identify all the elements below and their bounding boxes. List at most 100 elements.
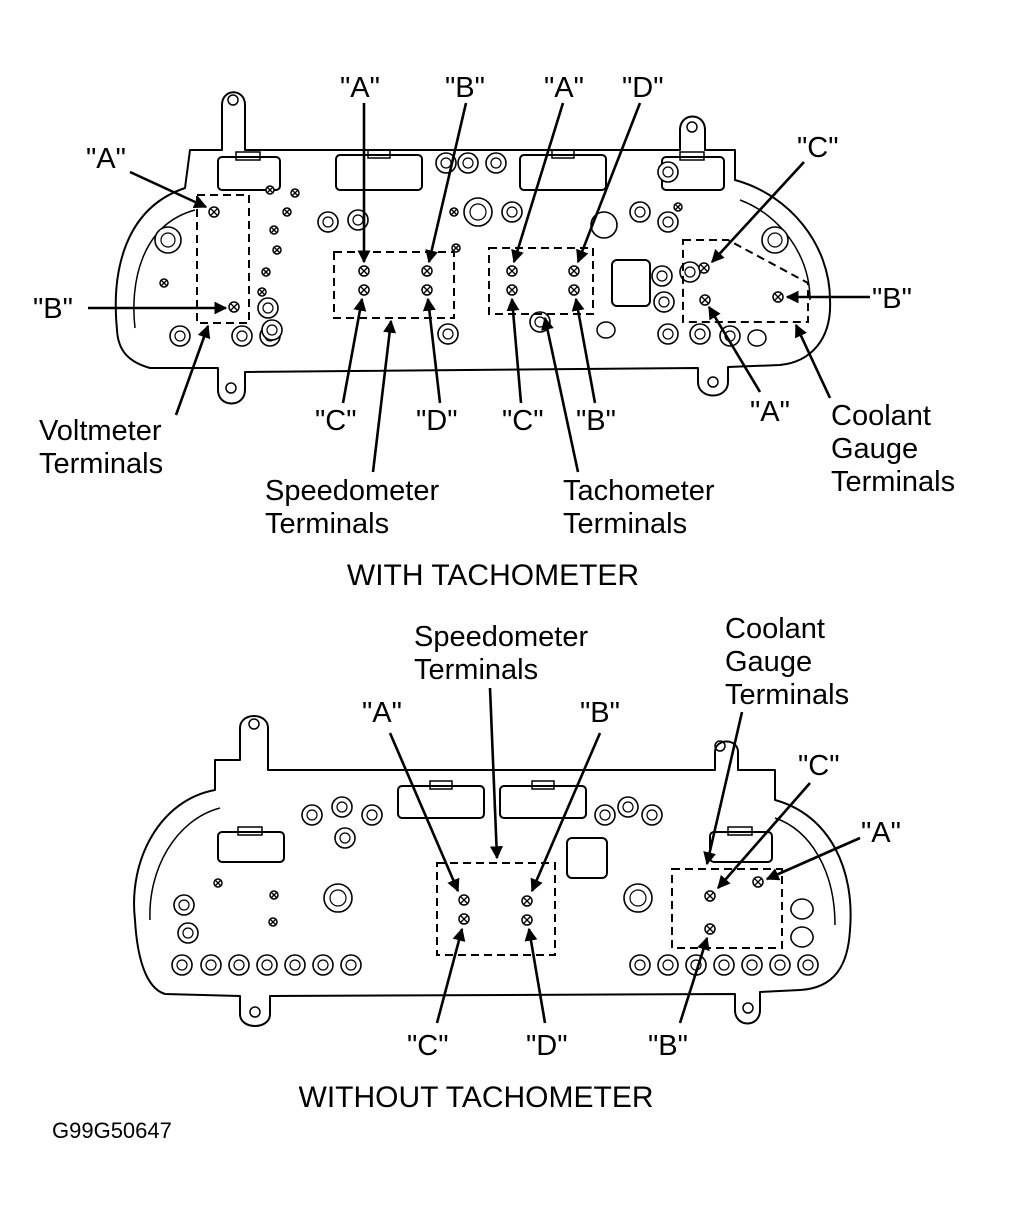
fastener-icon (268, 917, 278, 927)
speedometer-label-line1: Speedometer (265, 475, 439, 507)
bulb-socket-icon (641, 804, 663, 826)
speedometer-terminal-c-label-bottom: "C" (407, 1030, 449, 1062)
bulb-socket-icon (301, 804, 323, 826)
connector-icon (217, 156, 281, 191)
bulb-socket-icon (741, 954, 763, 976)
bottom-cluster-inner-rim (149, 807, 836, 926)
mount-hole-icon (248, 718, 260, 730)
bulb-socket-icon (594, 804, 616, 826)
coolant-terminal-b-label: "B" (872, 283, 912, 315)
speedometer-terminal-b-label-bottom: "B" (580, 697, 620, 729)
arrow-speedo-b (425, 102, 468, 264)
bulb-socket-icon (334, 827, 356, 849)
terminal-icon (704, 923, 716, 935)
bulb-socket-icon (331, 796, 353, 818)
terminal-icon (228, 301, 240, 313)
gauge-socket-core-icon (329, 889, 347, 907)
mount-hole-icon (707, 376, 719, 388)
bulb-socket-icon (171, 954, 193, 976)
speedometer-label-line1-bottom: Speedometer (414, 621, 588, 653)
bottom-speedometer-terminal-group (436, 862, 556, 956)
connector-icon (499, 785, 587, 819)
terminal-icon (358, 265, 370, 277)
gauge-socket-core-icon (469, 203, 487, 221)
terminal-icon (458, 913, 470, 925)
terminal-icon (521, 914, 533, 926)
speedometer-label-line2-bottom: Terminals (414, 654, 538, 686)
coolant-label-line3: Terminals (831, 466, 955, 498)
bulb-socket-icon (651, 265, 673, 287)
coolant-terminal-box (671, 868, 783, 949)
top-voltmeter-terminal-group (196, 194, 250, 324)
connector-latch-icon (235, 151, 261, 161)
gauge-socket-icon (323, 883, 353, 913)
arrow-speedo-b-bottom (530, 732, 602, 893)
fastener-icon (261, 267, 271, 277)
terminal-icon (506, 284, 518, 296)
gauge-socket-icon (463, 197, 493, 227)
bulb-socket-icon (713, 954, 735, 976)
arrow-coolant-b-bottom (678, 936, 710, 1024)
tachometer-terminal-d-label: "D" (622, 72, 664, 104)
fastener-icon (673, 202, 683, 212)
bulb-socket-icon (169, 325, 191, 347)
voltmeter-label-line2: Terminals (39, 448, 163, 480)
speedometer-label-line2: Terminals (265, 508, 389, 540)
terminal-icon (458, 894, 470, 906)
coolant-label-line3-bottom: Terminals (725, 679, 849, 711)
gauge-socket-core-icon (767, 232, 783, 248)
terminal-icon (358, 284, 370, 296)
top-caption: WITH TACHOMETER (347, 559, 639, 592)
connector-icon (519, 154, 607, 191)
arrow-coolant-label (794, 323, 832, 399)
top-small-fasteners (159, 185, 683, 297)
mount-hole-icon (225, 382, 237, 394)
figure-code: G99G50647 (52, 1118, 172, 1143)
terminal-icon (421, 265, 433, 277)
arrow-speedo-label-bottom (488, 687, 504, 860)
arrow-tacho-b (571, 297, 597, 404)
top-bulb-sockets (169, 152, 741, 347)
speedometer-terminal-box (333, 251, 455, 319)
bulb-socket-icon (177, 922, 199, 944)
bottom-caption: WITHOUT TACHOMETER (299, 1081, 654, 1114)
tachometer-terminal-a-label: "A" (544, 72, 584, 104)
fastener-icon (272, 245, 282, 255)
top-cluster-outline (114, 91, 832, 405)
speedometer-terminal-a-label-bottom: "A" (362, 697, 402, 729)
connector-latch-icon (679, 151, 705, 161)
arrow-tacho-label (541, 316, 580, 473)
bulb-socket-icon (173, 894, 195, 916)
terminal-icon (568, 265, 580, 277)
bulb-socket-icon (501, 201, 523, 223)
fastener-icon (213, 878, 223, 888)
fastener-icon (290, 188, 300, 198)
coolant-terminal-a-label-bottom: "A" (861, 817, 901, 849)
fastener-icon (257, 287, 267, 297)
fastener-icon (449, 207, 459, 217)
connector-icon (611, 259, 651, 307)
fastener-icon (282, 207, 292, 217)
hole-icon (790, 926, 814, 948)
mount-hole-icon (686, 121, 698, 133)
terminal-icon (421, 284, 433, 296)
terminal-icon (521, 895, 533, 907)
bulb-socket-icon (629, 954, 651, 976)
terminal-icon (568, 284, 580, 296)
arrow-tacho-c (506, 297, 523, 404)
voltmeter-terminal-box (196, 194, 250, 324)
tachometer-terminal-c-label: "C" (502, 405, 544, 437)
bulb-socket-icon (657, 161, 679, 183)
bottom-coolant-terminal-group (671, 868, 783, 949)
coolant-terminal-c-label: "C" (797, 132, 839, 164)
bulb-socket-icon (340, 954, 362, 976)
coolant-label-line2-bottom: Gauge (725, 646, 812, 678)
connector-icon (566, 837, 608, 879)
bulb-socket-icon (257, 297, 279, 319)
gauge-socket-icon (761, 226, 789, 254)
speedometer-terminal-b-label: "B" (445, 72, 485, 104)
tachometer-label-line2: Terminals (563, 508, 687, 540)
connector-latch-icon (237, 826, 263, 836)
